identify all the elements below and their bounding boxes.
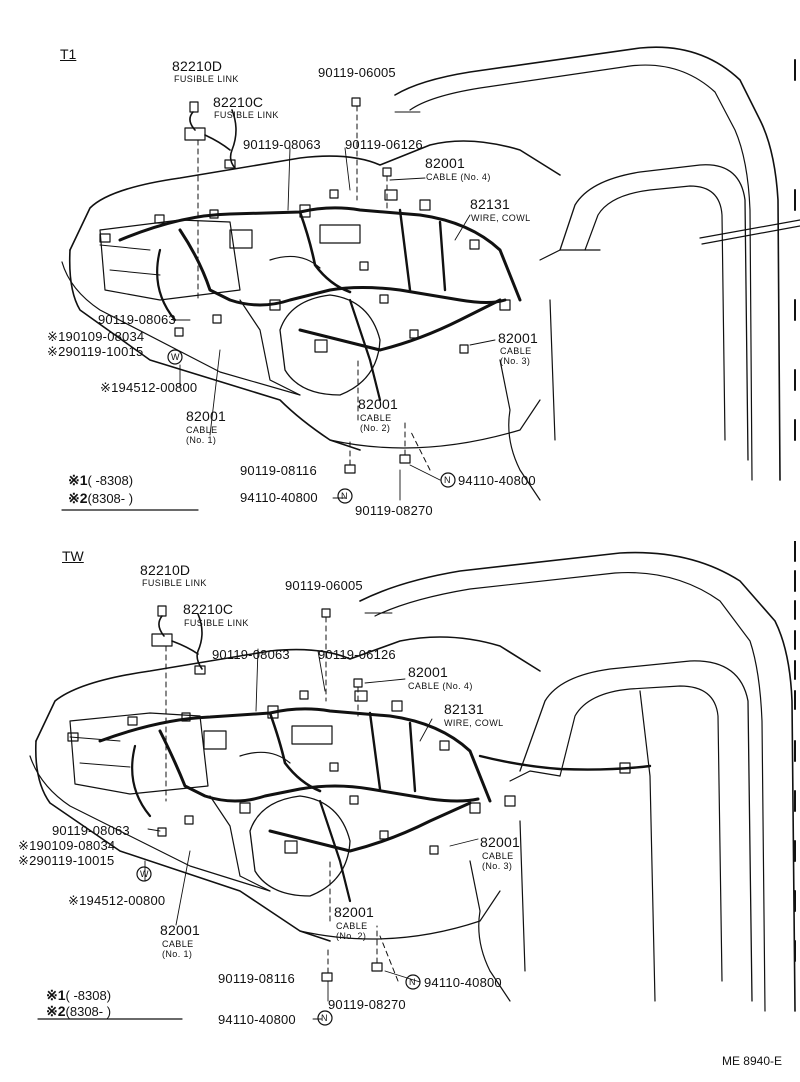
note-range: ( -8308) xyxy=(65,988,112,1003)
washer-94512-00800: ※194512-00800 xyxy=(100,380,198,395)
bolt-90119-06126: 90119-06126 xyxy=(345,137,423,152)
cable-no3-number: 82001 xyxy=(480,834,520,850)
bolt-90119-10015: ※290119-10015 xyxy=(18,853,115,868)
bolt-90119-08063-top: 90119-08063 xyxy=(212,647,290,662)
note-line-1: ※1( -8308) xyxy=(68,472,133,489)
note-range: ( -8308) xyxy=(87,473,134,488)
cable-no2-index: (No. 2) xyxy=(360,423,391,433)
bolt-90119-06126: 90119-06126 xyxy=(318,647,396,662)
bolt-90109-08034: ※190109-08034 xyxy=(18,838,116,853)
figure-code: ME 8940-E xyxy=(721,1054,782,1068)
cable-no4-number: 82001 xyxy=(425,155,465,171)
truck-wiring-drawing-t1 xyxy=(61,46,800,511)
note-range: (8308- ) xyxy=(87,491,134,506)
cable-no3-index: (No. 3) xyxy=(482,861,513,871)
nut-mark-n-left: N xyxy=(341,491,348,501)
cable-no1-index: (No. 1) xyxy=(186,435,217,445)
bolt-90119-08063-left: 90119-08063 xyxy=(52,823,130,838)
cable-no1-number: 82001 xyxy=(160,922,200,938)
cable-no1-desc: CABLE xyxy=(186,425,218,435)
nut-mark-n-left: N xyxy=(321,1013,328,1023)
cable-no3-index: (No. 3) xyxy=(500,356,531,366)
cable-no2-desc: CABLE xyxy=(360,413,392,423)
cable-no3-number: 82001 xyxy=(498,330,538,346)
note-mark: ※1 xyxy=(68,472,88,488)
truck-wiring-drawing-tw xyxy=(29,541,796,1026)
nut-94110-40800-right: 94110-40800 xyxy=(458,473,536,488)
wire-cowl-number: 82131 xyxy=(444,701,484,717)
bolt-90119-06005: 90119-06005 xyxy=(318,65,396,80)
wire-cowl-desc: WIRE, COWL xyxy=(471,213,531,223)
bolt-90119-08063-left: 90119-08063 xyxy=(98,312,176,327)
nut-94110-40800-left: 94110-40800 xyxy=(218,1012,296,1027)
wire-cowl-desc: WIRE, COWL xyxy=(444,718,504,728)
fusible-link-c-number: 82210C xyxy=(183,601,234,617)
cable-no1-number: 82001 xyxy=(186,408,226,424)
cable-no2-number: 82001 xyxy=(358,396,398,412)
bolt-90119-08063-top: 90119-08063 xyxy=(243,137,321,152)
cable-no2-index: (No. 2) xyxy=(336,931,367,941)
nut-94110-40800-left: 94110-40800 xyxy=(240,490,318,505)
nut-94110-40800-right: 94110-40800 xyxy=(424,975,502,990)
fusible-link-d-desc: FUSIBLE LINK xyxy=(142,578,207,588)
washer-94512-00800: ※194512-00800 xyxy=(68,893,166,908)
fusible-link-d-number: 82210D xyxy=(140,562,191,578)
note-range: (8308- ) xyxy=(65,1004,112,1019)
panel-title: T1 xyxy=(60,46,77,62)
cable-no4-desc: CABLE (No. 4) xyxy=(426,172,491,182)
fusible-link-c-desc: FUSIBLE LINK xyxy=(184,618,249,628)
washer-mark-w: W xyxy=(171,352,180,362)
bolt-90109-08034: ※190109-08034 xyxy=(47,329,145,344)
note-line-2: ※2(8308- ) xyxy=(46,1003,111,1020)
note-mark: ※2 xyxy=(68,490,88,506)
note-line-2: ※2(8308- ) xyxy=(68,490,133,507)
fusible-link-d-number: 82210D xyxy=(172,58,223,74)
fusible-link-c-desc: FUSIBLE LINK xyxy=(214,110,279,120)
cable-no4-desc: CABLE (No. 4) xyxy=(408,681,473,691)
bolt-90119-08270: 90119-08270 xyxy=(328,997,406,1012)
bolt-90119-10015: ※290119-10015 xyxy=(47,344,144,359)
diagram-panel-t1: T1 82210D FUSIBLE LINK 82210C FUSIBLE LI… xyxy=(47,46,800,518)
cable-no3-desc: CABLE xyxy=(482,851,514,861)
cable-no1-index: (No. 1) xyxy=(162,949,193,959)
bolt-90119-08270: 90119-08270 xyxy=(355,503,433,518)
note-line-1: ※1( -8308) xyxy=(46,987,111,1004)
wire-cowl-number: 82131 xyxy=(470,196,510,212)
nut-mark-n-right: N xyxy=(409,977,416,987)
note-mark: ※2 xyxy=(46,1003,66,1019)
cable-no3-desc: CABLE xyxy=(500,346,532,356)
bolt-90119-08116: 90119-08116 xyxy=(240,463,317,478)
washer-mark-w: W xyxy=(140,869,149,879)
bolt-90119-06005: 90119-06005 xyxy=(285,578,363,593)
cable-no1-desc: CABLE xyxy=(162,939,194,949)
cable-no2-number: 82001 xyxy=(334,904,374,920)
bolt-90119-08116: 90119-08116 xyxy=(218,971,295,986)
fusible-link-d-desc: FUSIBLE LINK xyxy=(174,74,239,84)
note-mark: ※1 xyxy=(46,987,66,1003)
diagram-panel-tw: TW 82210D FUSIBLE LINK 82210C FUSIBLE LI… xyxy=(0,541,800,1082)
cable-no4-number: 82001 xyxy=(408,664,448,680)
cable-no2-desc: CABLE xyxy=(336,921,368,931)
nut-mark-n-right: N xyxy=(444,475,451,485)
fusible-link-c-number: 82210C xyxy=(213,94,264,110)
panel-title: TW xyxy=(62,548,84,564)
